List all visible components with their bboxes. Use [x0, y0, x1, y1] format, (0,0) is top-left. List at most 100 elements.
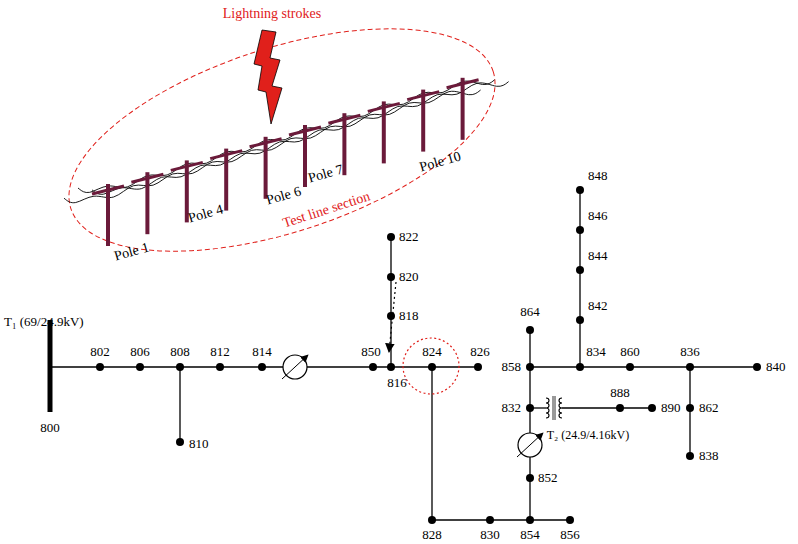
bus-dot	[176, 438, 184, 446]
bus-dot	[176, 363, 184, 371]
bus-dot	[486, 516, 494, 524]
bus-number: 850	[361, 345, 381, 359]
feeder-line	[179, 367, 180, 442]
bus-number: 862	[699, 401, 719, 415]
crossarm	[171, 162, 203, 170]
bus-number: 844	[588, 249, 608, 263]
crossarm	[407, 92, 439, 100]
bus-dot	[576, 266, 584, 274]
bus-dot	[258, 363, 266, 371]
transformer-winding	[559, 398, 562, 418]
bus-number: 854	[520, 528, 540, 542]
bus-number: 806	[130, 345, 150, 359]
bus-dot	[576, 186, 584, 194]
bus-dot	[387, 363, 395, 371]
voltage-regulator	[518, 433, 542, 457]
bus-number: 852	[538, 471, 558, 485]
pole	[224, 149, 228, 211]
transformer-winding	[546, 398, 549, 418]
bus-number: 838	[699, 449, 719, 463]
bus-dot	[96, 363, 104, 371]
transformer-label: T₁ (69/24.9kV)	[4, 315, 84, 329]
bus-dot	[526, 363, 534, 371]
bus-number: 812	[210, 345, 230, 359]
bus-dot	[216, 363, 224, 371]
crossarm	[92, 186, 124, 194]
bus-number: 860	[620, 345, 640, 359]
bus-number: 890	[661, 401, 681, 415]
bus-dot	[387, 312, 395, 320]
bus-number: 842	[588, 299, 608, 313]
bus-dot	[369, 363, 377, 371]
feeder-line	[431, 367, 432, 520]
pole-label: Pole 10	[417, 149, 462, 175]
pole	[303, 125, 307, 187]
pole-label: Pole 4	[187, 202, 225, 227]
bus-number: 816	[387, 376, 407, 390]
test-line-inset	[42, 0, 521, 296]
bus-dot	[616, 404, 624, 412]
bus-number: 810	[189, 437, 209, 451]
feeder-line	[390, 237, 391, 367]
bus-dot	[686, 452, 694, 460]
crossarm	[368, 103, 400, 111]
pole	[145, 172, 149, 234]
bus-number: 828	[422, 528, 442, 542]
bus-number: 858	[502, 360, 522, 374]
bus-dot	[626, 363, 634, 371]
bus-dot	[428, 516, 436, 524]
bus-number: 814	[252, 345, 272, 359]
bus-number: 848	[588, 169, 608, 183]
feeder-line	[432, 519, 570, 520]
pole	[264, 137, 268, 199]
pole	[421, 90, 425, 152]
bus-dot	[136, 363, 144, 371]
transformer-label: T₂ (24.9/4.16kV)	[547, 429, 630, 442]
pole	[106, 184, 110, 246]
bus-number: 830	[480, 528, 500, 542]
regulator-arrow	[282, 355, 308, 379]
pole-label: Pole 6	[265, 184, 303, 209]
lightning-bolt	[254, 30, 282, 124]
crossarm	[131, 174, 163, 182]
conductor-wire	[92, 82, 509, 195]
source-bus-bar	[48, 320, 53, 412]
bus-dot	[686, 363, 694, 371]
bus-dot	[576, 316, 584, 324]
bus-dot	[474, 363, 482, 371]
pole	[461, 78, 465, 140]
crossarm	[447, 80, 479, 88]
bus-number: 836	[680, 345, 700, 359]
bus-dot	[526, 516, 534, 524]
bus-number: 802	[90, 345, 110, 359]
feeder-line	[529, 330, 530, 433]
bus-number: 856	[560, 528, 580, 542]
crossarm	[328, 115, 360, 123]
feeder-line	[529, 457, 530, 520]
bus-dot	[753, 363, 761, 371]
bus-number: 864	[520, 305, 540, 319]
bus-dot	[576, 363, 584, 371]
bus-number: 832	[502, 401, 522, 415]
bus-dot	[526, 404, 534, 412]
bus-number: 826	[470, 345, 490, 359]
bus-number: 840	[766, 360, 786, 374]
bus-dot	[566, 516, 574, 524]
feeder-line	[50, 366, 283, 367]
crossarm	[289, 127, 321, 135]
test-section-ellipse	[42, 0, 521, 296]
crossarm	[250, 139, 282, 147]
bus-number: 822	[399, 230, 419, 244]
feeder-line	[530, 366, 757, 367]
pole-label: Pole 7	[307, 162, 345, 187]
transformer-core	[555, 396, 556, 420]
feeder-network	[50, 186, 761, 524]
bus-dot	[526, 474, 534, 482]
bus-number: 808	[170, 345, 190, 359]
transformer-core	[553, 396, 554, 420]
bus-dot	[648, 404, 656, 412]
bus-number: 818	[399, 309, 419, 323]
bus-dot	[686, 404, 694, 412]
bus-dot	[576, 226, 584, 234]
pole-label: Pole 1	[113, 240, 151, 265]
